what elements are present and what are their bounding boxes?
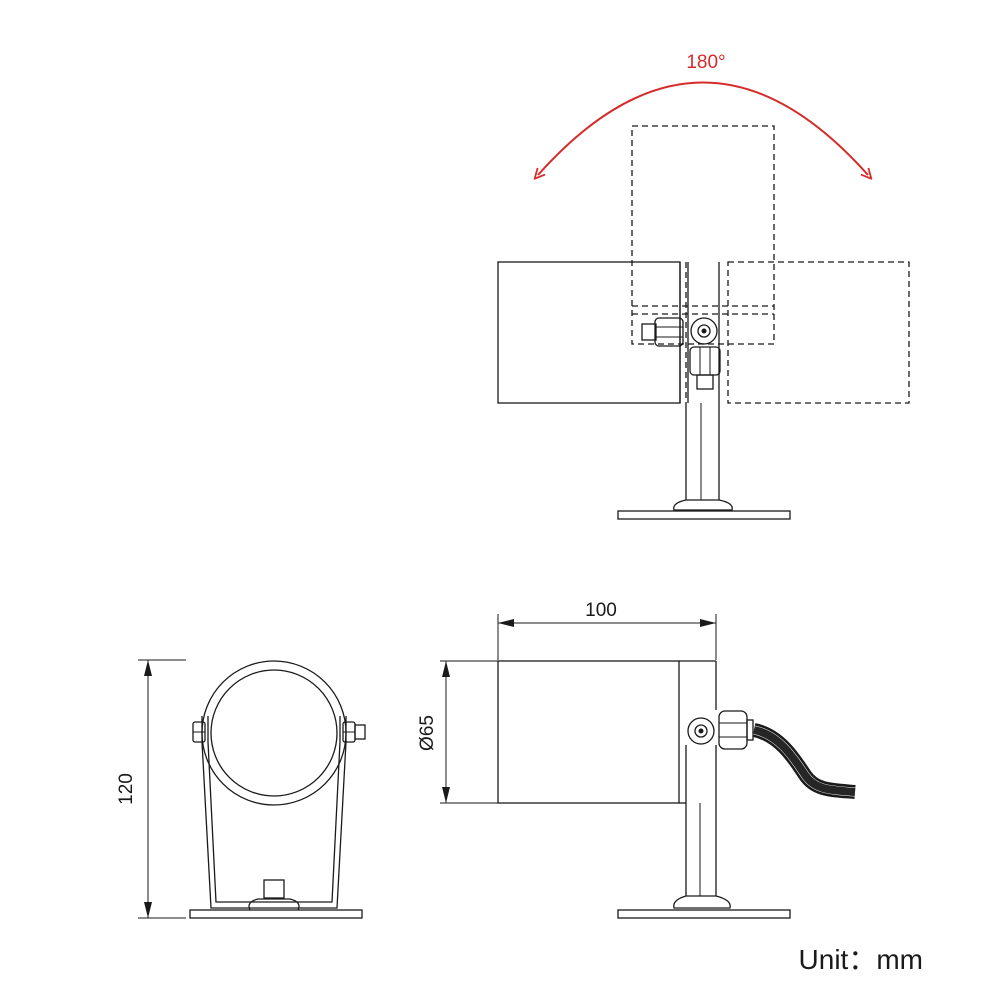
rotation-arc (538, 81, 868, 176)
side-cable-gland (718, 710, 754, 750)
side-view: 100 Ø65 (417, 600, 856, 919)
side-knob-right (342, 721, 366, 743)
pivot-screw (690, 317, 718, 345)
rotation-angle-label: 180° (686, 52, 725, 73)
diameter-dimension-label: Ø65 (417, 715, 438, 751)
base-plate-top (617, 510, 791, 520)
ghost-body-vertical (631, 125, 775, 345)
cable-gland-down (689, 346, 721, 390)
lamp-side-body (497, 660, 680, 804)
u-bracket (201, 716, 347, 909)
post-base-boss (673, 499, 733, 511)
lamp-body (497, 261, 681, 404)
side-pivot-screw (687, 717, 715, 745)
lamp-front-outer (201, 660, 347, 806)
ghost-body-horizontal (727, 261, 910, 404)
base-plate-side (617, 909, 791, 919)
base-plate-front (189, 909, 363, 919)
front-view: 120 (116, 659, 366, 919)
rotation-view: 180° (497, 52, 910, 520)
side-knob-left (192, 721, 206, 743)
height-dimension-label: 120 (116, 773, 137, 805)
unit-label: Unit：mm (799, 944, 923, 975)
base-nut (263, 879, 285, 899)
cable-gland-left (641, 317, 684, 347)
width-dimension-label: 100 (585, 600, 617, 621)
lamp-front-inner (210, 669, 338, 797)
